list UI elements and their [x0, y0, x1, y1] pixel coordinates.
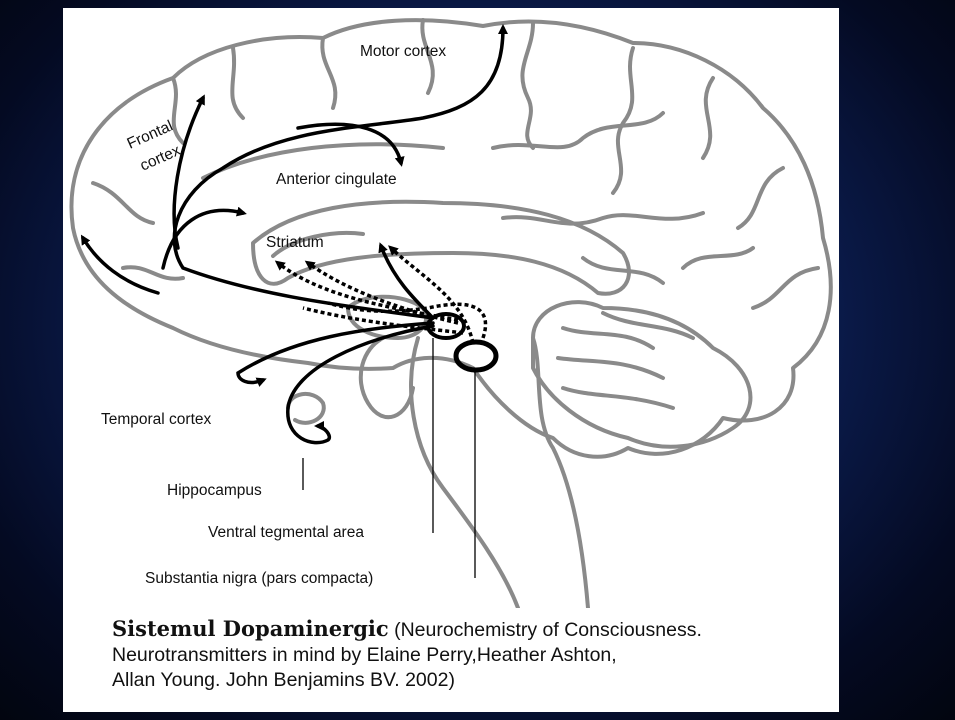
caption-title: Sistemul Dopaminergic: [112, 616, 389, 641]
caption-line-1: Sistemul Dopaminergic (Neurochemistry of…: [112, 616, 832, 643]
caption-line-3: Allan Young. John Benjamins BV. 2002): [112, 668, 832, 693]
label-substantia-nigra: Substantia nigra (pars compacta): [145, 571, 373, 587]
slide-panel: Motor cortex Frontal cortex Anterior cin…: [63, 8, 839, 712]
label-anterior-cingulate: Anterior cingulate: [276, 172, 397, 188]
cortex-outer-contour: [71, 20, 830, 457]
caption-citation-start: (Neurochemistry of Consciousness.: [394, 619, 702, 641]
label-hippocampus: Hippocampus: [167, 483, 262, 499]
label-motor-cortex: Motor cortex: [360, 44, 446, 60]
hippocampus-ring: [288, 394, 324, 423]
leader-lines: [303, 338, 475, 578]
pons-outline: [361, 338, 413, 417]
pathway-frontal-cortex: [174, 98, 203, 248]
label-ventral-tegmental-area: Ventral tegmental area: [208, 525, 364, 541]
substantia-nigra-nucleus: [456, 342, 496, 370]
caption: Sistemul Dopaminergic (Neurochemistry of…: [112, 616, 832, 693]
brain-diagram: [63, 8, 839, 608]
caption-line-2: Neurotransmitters in mind by Elaine Perr…: [112, 643, 832, 668]
label-temporal-cortex: Temporal cortex: [101, 412, 211, 428]
label-striatum: Striatum: [266, 235, 324, 251]
brainstem: [411, 338, 588, 608]
pathway-frontal-lower: [83, 238, 158, 293]
